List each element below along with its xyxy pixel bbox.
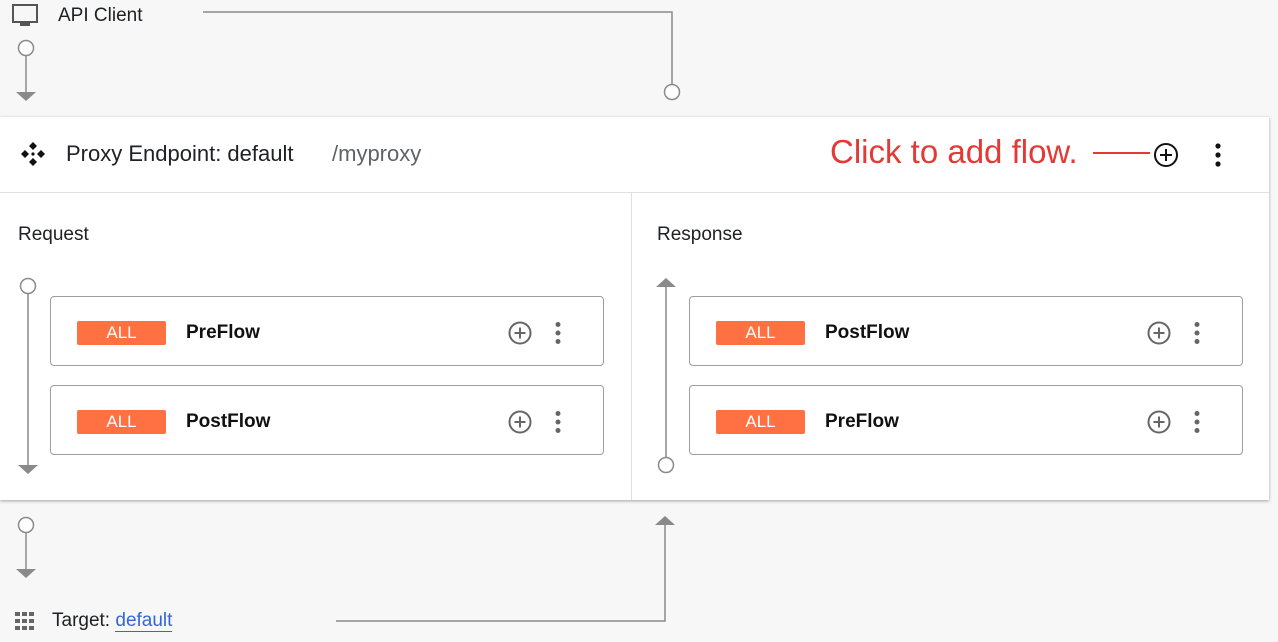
response-flow-preflow[interactable]: ALL PreFlow [689, 385, 1243, 455]
api-client-label: API Client [58, 5, 143, 26]
target-link[interactable]: default [115, 610, 173, 632]
request-label: Request [18, 224, 89, 245]
flow-name: PostFlow [825, 322, 910, 343]
flow-name: PreFlow [825, 411, 899, 432]
response-flow-postflow[interactable]: ALL PostFlow [689, 296, 1243, 366]
response-label: Response [657, 224, 743, 245]
flow-menu-button[interactable] [1189, 321, 1205, 345]
request-flow-postflow[interactable]: ALL PostFlow [50, 385, 604, 455]
flow-name: PreFlow [186, 322, 260, 343]
add-step-button[interactable] [508, 410, 532, 434]
add-flow-annotation: Click to add flow. [830, 133, 1078, 170]
target-label: Target: [52, 610, 111, 631]
annotation-line [1093, 152, 1150, 154]
target-row: Target: default [52, 610, 173, 632]
method-badge: ALL [716, 410, 805, 434]
flow-menu-button[interactable] [550, 410, 566, 434]
panel-divider [631, 193, 632, 500]
proxy-menu-button[interactable] [1210, 142, 1226, 173]
monitor-icon [12, 4, 38, 33]
proxy-title: Proxy Endpoint: default [66, 141, 294, 166]
request-flow-preflow[interactable]: ALL PreFlow [50, 296, 604, 366]
proxy-path: /myproxy [332, 141, 422, 166]
method-badge: ALL [716, 321, 805, 345]
flow-name: PostFlow [186, 411, 271, 432]
add-step-button[interactable] [1147, 410, 1171, 434]
add-step-button[interactable] [1147, 321, 1171, 345]
flow-menu-button[interactable] [550, 321, 566, 345]
proxy-diamond-icon [20, 141, 46, 172]
proxy-endpoint-header: Proxy Endpoint: default /myproxy Click t… [0, 117, 1269, 193]
method-badge: ALL [77, 321, 166, 345]
method-badge: ALL [77, 410, 166, 434]
grid-icon [15, 612, 35, 635]
flow-menu-button[interactable] [1189, 410, 1205, 434]
add-flow-button[interactable] [1153, 142, 1179, 173]
add-step-button[interactable] [508, 321, 532, 345]
